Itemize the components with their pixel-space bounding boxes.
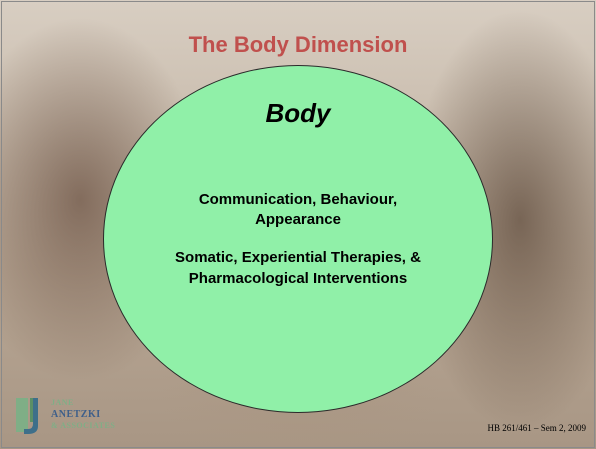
logo: JANE ANETZKI & ASSOCIATES — [14, 396, 154, 436]
body-heading: Body — [265, 98, 331, 128]
body-item-line-3: Somatic, Experiential Therapies, & — [175, 249, 421, 266]
slide-title: The Body Dimension — [188, 32, 408, 57]
logo-text-line-2: ANETZKI — [51, 409, 101, 420]
footer-course-label: HB 261/461 – Sem 2, 2009 — [487, 423, 586, 433]
body-ellipse — [103, 65, 493, 413]
logo-text-line-1: JANE — [51, 398, 74, 407]
body-item-line-4: Pharmacological Interventions — [188, 270, 408, 287]
body-item-line-2: Appearance — [255, 211, 341, 228]
logo-mark-icon — [16, 398, 38, 434]
logo-text-line-3: & ASSOCIATES — [51, 421, 116, 430]
body-item-line-1: Communication, Behaviour, — [198, 191, 398, 208]
